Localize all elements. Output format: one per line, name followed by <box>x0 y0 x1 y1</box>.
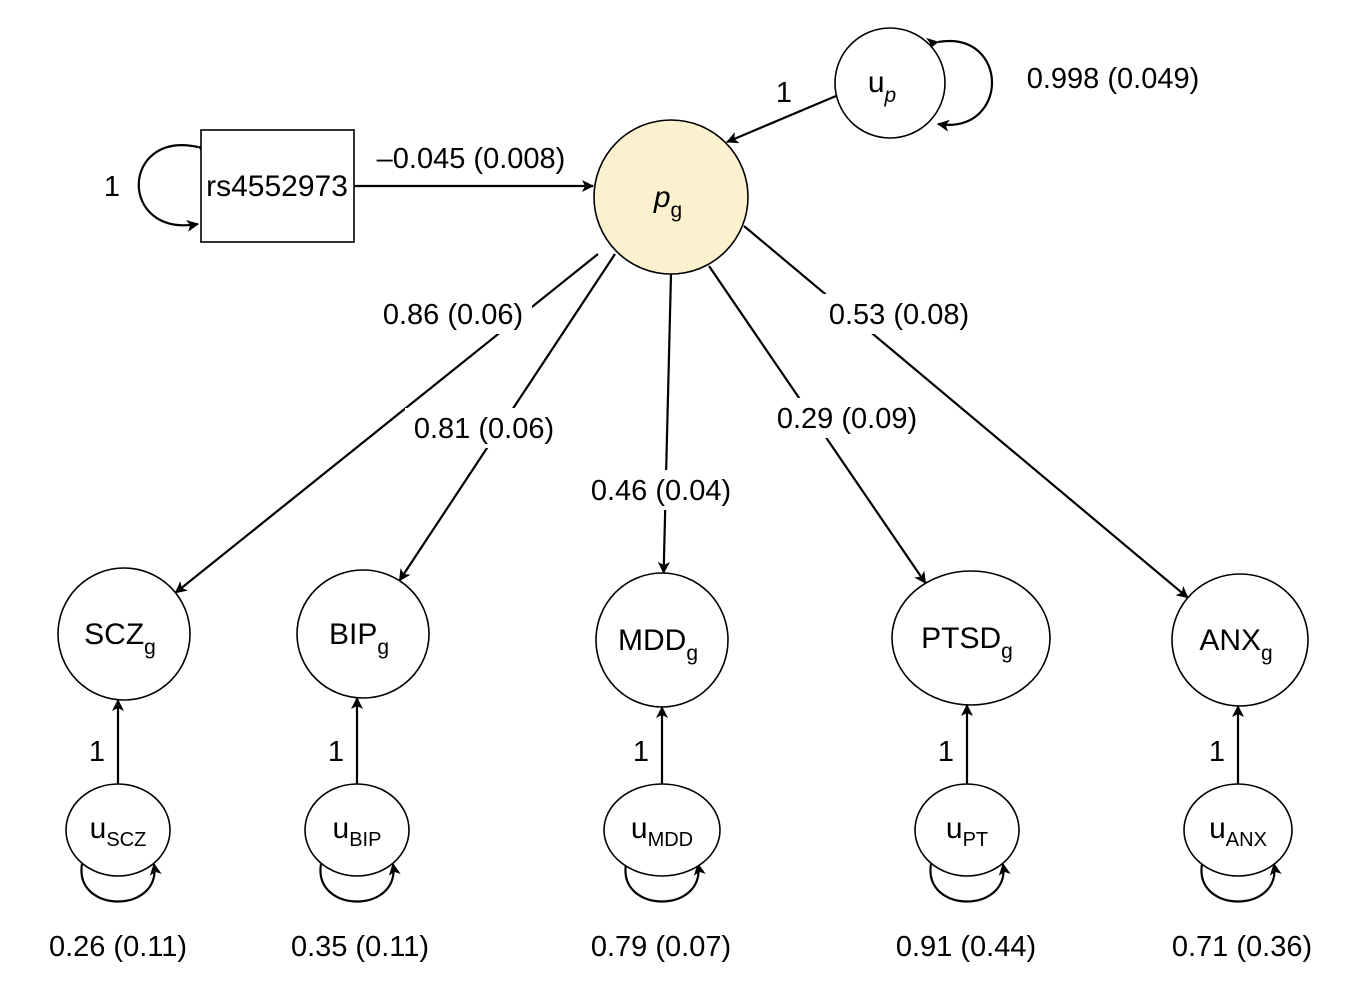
observed-variable-snp: 1 rs4552973 <box>104 129 355 243</box>
up-path-label: 1 <box>776 77 792 109</box>
snp-variance-label: 1 <box>104 171 120 203</box>
u-anx-label: uANX <box>1209 812 1267 851</box>
residual-variance-label-bip: 0.35 (0.11) <box>291 931 429 963</box>
regression-path: –0.045 (0.008) <box>354 143 594 192</box>
bip-label: BIPg <box>329 618 389 659</box>
up-node <box>834 27 946 139</box>
residual-path-label-scz: 1 <box>89 736 105 768</box>
u-ptsd-label: uPT <box>946 812 988 851</box>
scz-node <box>57 567 191 701</box>
loading-label-bip: 0.81 (0.06) <box>414 413 554 445</box>
indicator-ptsd: PTSDg 1 uPT 0.91 (0.44) <box>891 570 1051 963</box>
bip-node <box>296 569 430 699</box>
u-ptsd-node <box>914 783 1020 877</box>
residual-variance-loop-scz <box>77 852 162 903</box>
regression-label: –0.045 (0.008) <box>377 143 566 175</box>
indicator-mdd: MDDg 1 uMDD 0.79 (0.07) <box>591 572 731 963</box>
snp-box <box>200 129 355 243</box>
loading-arrow-mdd <box>657 273 673 575</box>
residual-path-label-ptsd: 1 <box>938 736 954 768</box>
loading-label-bg-bip <box>405 408 563 448</box>
factor-residual-up: 1 up 0.998 (0.049) <box>726 27 1200 144</box>
loading-label-anx: 0.53 (0.08) <box>829 299 969 331</box>
indicator-scz: SCZg 1 uSCZ 0.26 (0.11) <box>49 567 191 963</box>
pg-label: pg <box>653 181 682 222</box>
loading-label-scz: 0.86 (0.06) <box>383 299 523 331</box>
residual-variance-label-mdd: 0.79 (0.07) <box>591 931 731 963</box>
residual-path-label-mdd: 1 <box>633 736 649 768</box>
residual-variance-loop-ptsd <box>926 852 1011 903</box>
up-variance-loop <box>926 37 994 132</box>
residual-variance-loop-bip <box>316 852 401 903</box>
residual-variance-label-ptsd: 0.91 (0.44) <box>896 931 1036 963</box>
scz-label: SCZg <box>84 618 156 659</box>
up-variance-label: 0.998 (0.049) <box>1027 63 1200 95</box>
u-bip-label: uBIP <box>333 812 382 851</box>
anx-label: ANXg <box>1199 624 1272 665</box>
mdd-label: MDDg <box>618 624 698 665</box>
u-mdd-label: uMDD <box>631 812 693 851</box>
loading-label-bg-ptsd <box>768 398 926 438</box>
loading-label-mdd: 0.46 (0.04) <box>591 475 731 507</box>
u-bip-node <box>304 783 410 877</box>
loading-arrow-anx <box>743 225 1189 599</box>
loading-label-bg-mdd <box>582 470 740 510</box>
u-scz-node <box>65 783 171 877</box>
pg-node <box>593 119 749 275</box>
u-anx-node <box>1183 783 1293 877</box>
ptsd-label: PTSDg <box>921 622 1013 663</box>
indicator-anx: ANXg 1 uANX 0.71 (0.36) <box>1171 573 1312 963</box>
residual-variance-label-scz: 0.26 (0.11) <box>49 931 187 963</box>
factor-loadings: 0.86 (0.06) 0.81 (0.06) 0.46 (0.04) 0.29 (0… <box>174 225 1189 599</box>
snp-label: rs4552973 <box>206 170 348 203</box>
u-mdd-node <box>603 783 721 877</box>
up-to-pg-arrow <box>726 94 837 144</box>
loading-label-ptsd: 0.29 (0.09) <box>777 403 917 435</box>
residual-path-label-bip: 1 <box>328 736 344 768</box>
snp-variance-loop <box>137 143 211 232</box>
loading-label-bg-anx <box>820 294 978 334</box>
factor-pg: pg <box>593 119 749 275</box>
u-scz-label: uSCZ <box>90 812 147 851</box>
residual-variance-loop-mdd <box>621 852 706 903</box>
residual-variance-label-anx: 0.71 (0.36) <box>1172 931 1312 963</box>
residual-path-label-anx: 1 <box>1209 736 1225 768</box>
residual-variance-loop-anx <box>1197 852 1282 903</box>
indicators: SCZg 1 uSCZ 0.26 (0.11) BIPg 1 uBIP 0.35 (0.11)… <box>49 567 1312 963</box>
indicator-bip: BIPg 1 uBIP 0.35 (0.11) <box>291 569 430 963</box>
loading-label-bg-scz <box>374 294 532 334</box>
up-label: up <box>868 66 896 107</box>
